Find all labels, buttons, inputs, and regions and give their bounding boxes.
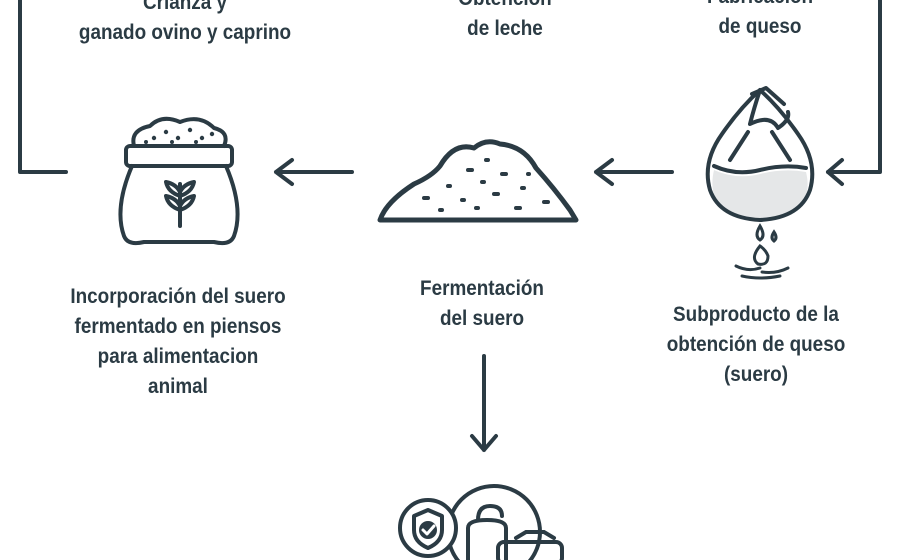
label-line: para alimentacion [97, 345, 259, 368]
label-line: Crianza y [142, 0, 228, 14]
feed-sack-icon [118, 116, 240, 246]
fermented-pile-icon [377, 139, 579, 223]
label-line: Fermentación [420, 277, 544, 300]
connector-left-loop [18, 0, 68, 174]
label-line: de leche [467, 17, 543, 40]
label-subproducto-suero: Subproducto de la obtención de queso (su… [648, 300, 864, 390]
cheese-cloth-bag-icon [705, 86, 815, 280]
arrow-to-fermentation [594, 158, 674, 186]
label-line: fermentado en piensos [74, 315, 282, 338]
food-safety-products-icon [398, 484, 564, 560]
label-fermentacion-suero: Fermentación del suero [383, 274, 581, 334]
label-line: Incorporación del suero [70, 285, 286, 308]
label-line: del suero [439, 307, 525, 330]
label-incorporacion-suero: Incorporación del suero fermentado en pi… [43, 282, 313, 402]
connector-right-loop [826, 0, 882, 174]
label-line: Obtención [411, 0, 600, 14]
label-fabricacion-queso: Fabricación de queso [670, 0, 850, 42]
label-line: Fabricación [670, 0, 850, 12]
label-line: Subproducto de la [673, 303, 839, 326]
arrow-to-feed [274, 158, 354, 186]
label-line: animal [148, 375, 208, 398]
label-crianza: Crianza y ganado ovino y caprino [55, 0, 316, 48]
arrow-to-byproduct [826, 158, 844, 186]
label-line: obtención de queso [666, 333, 846, 356]
label-line: de queso [718, 15, 802, 38]
label-line: ganado ovino y caprino [78, 21, 292, 44]
label-line: (suero) [723, 363, 789, 386]
label-obtencion-leche: Obtención de leche [411, 0, 600, 44]
arrow-down [470, 354, 498, 452]
